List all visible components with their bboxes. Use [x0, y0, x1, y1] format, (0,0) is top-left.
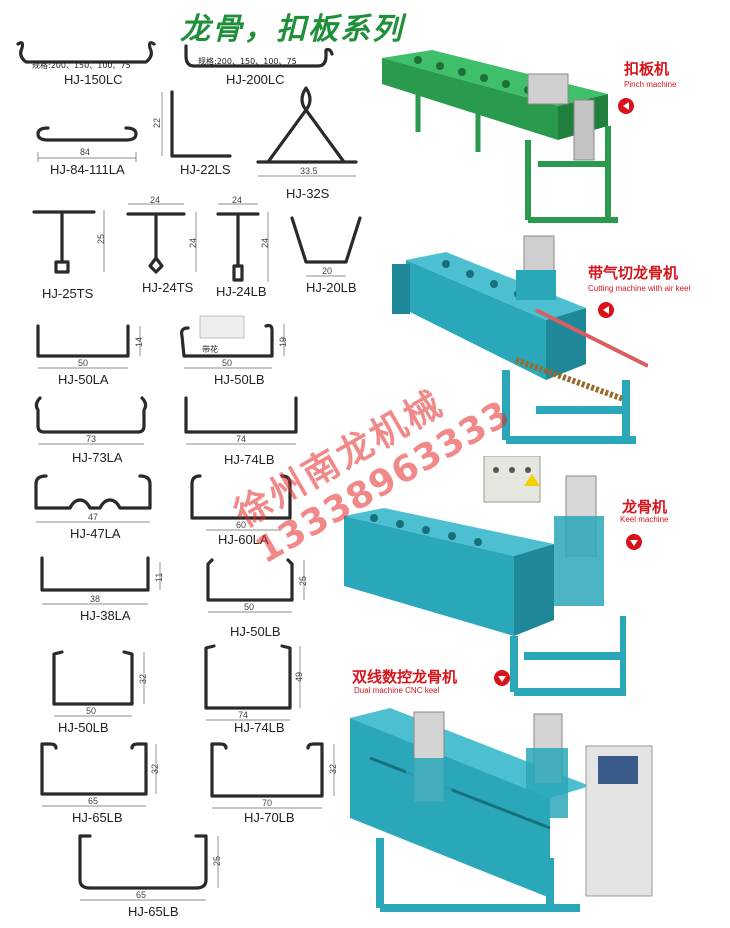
dim-label: 14 [134, 337, 144, 347]
machine-subtitle: Dual machine CNC keel [354, 686, 440, 695]
dim-label: 50 [86, 706, 96, 716]
dim-label: 25 [96, 234, 106, 244]
profile-name: HJ-200LC [226, 72, 285, 87]
arrow-down-icon [494, 670, 510, 686]
profile-name: HJ-70LB [244, 810, 295, 825]
machine-title: 龙骨机 [622, 498, 668, 516]
profile-name: HJ-60LA [218, 532, 269, 547]
spec-text: 规格:200、150、100、75 [198, 56, 297, 66]
dim-label: 22 [152, 118, 162, 128]
profile-name: HJ-32S [286, 186, 330, 201]
dim-label: 73 [86, 434, 96, 444]
page-title: 龙骨，扣板系列 [180, 12, 404, 47]
profile-name: HJ-74LB [234, 720, 285, 735]
profile-hj-32s: 33.5 [256, 86, 358, 177]
profile-name: HJ-150LC [64, 72, 123, 87]
dim-label: 70 [262, 798, 272, 808]
profile-hj-50lb-a: 带花 50 19 [180, 315, 288, 369]
dual-cnc-keel-machine-image [350, 708, 653, 912]
machine-title: 双线数控龙骨机 [352, 668, 458, 686]
dim-label: 74 [238, 710, 248, 720]
profile-drawings: 规格:200、150、100、75 规格:200、150、100、75 84 2… [16, 41, 362, 901]
arrow-down-icon [626, 534, 642, 550]
profile-hj-47la: 47 [34, 474, 152, 523]
dim-label: 11 [154, 573, 164, 582]
profile-name: HJ-38LA [80, 608, 131, 623]
profile-hj-22ls: 22 [152, 90, 232, 158]
profile-name: HJ-20LB [306, 280, 357, 295]
profile-name: HJ-65LB [128, 904, 179, 919]
profile-name: HJ-47LA [70, 526, 121, 541]
cutting-machine-image [392, 235, 648, 444]
profile-hj-50lb-c: 50 32 [52, 650, 148, 717]
profile-hj-25ts: 25 [32, 210, 106, 274]
profile-name: HJ-65LB [72, 810, 123, 825]
dim-label: 24 [188, 238, 198, 248]
profile-name: HJ-73LA [72, 450, 123, 465]
spec-text: 规格:200、150、100、75 [32, 60, 131, 70]
profile-hj-74lb-b: 74 49 [204, 644, 304, 721]
machine-title: 带气切龙骨机 [588, 264, 679, 282]
profile-name: HJ-25TS [42, 286, 94, 301]
profile-name: HJ-50LB [214, 372, 265, 387]
profile-hj-24lb: 24 24 [216, 195, 270, 282]
pinch-machine-image [382, 50, 618, 223]
profile-name: HJ-84-111LA [50, 162, 125, 177]
profile-name: HJ-74LB [224, 452, 275, 467]
machine-subtitle: Cutting machine with air keel [588, 284, 691, 293]
profile-hj-65lb-b: 65 25 [78, 834, 222, 901]
dim-label: 24 [150, 195, 160, 205]
profile-hj-60la: 60 [190, 474, 292, 531]
dai-hua-label: 带花 [202, 344, 218, 354]
dim-label: 50 [78, 358, 88, 368]
dim-label: 49 [294, 672, 304, 682]
profile-hj-24ts: 24 24 [126, 195, 198, 274]
dim-label: 47 [88, 512, 98, 522]
profile-name: HJ-24TS [142, 280, 194, 295]
profile-hj-74lb-a: 74 [184, 396, 298, 445]
profile-hj-73la: 73 [34, 396, 148, 445]
machine-subtitle: Pinch machine [624, 80, 677, 89]
profile-name: HJ-50LB [58, 720, 109, 735]
dim-label: 25 [298, 576, 308, 586]
keel-machine-image [344, 456, 626, 696]
machine-title: 扣板机 [624, 60, 670, 78]
dim-label: 65 [88, 796, 98, 806]
profile-hj-150lc: 规格:200、150、100、75 [16, 41, 156, 70]
dim-label: 32 [138, 674, 148, 684]
dim-label: 20 [322, 266, 332, 276]
dim-label: 32 [150, 764, 160, 774]
arrow-left-icon [598, 302, 614, 318]
dim-label: 19 [278, 337, 288, 347]
dim-label: 74 [236, 434, 246, 444]
arrow-left-icon [618, 98, 634, 114]
dim-label: 25 [212, 856, 222, 866]
dim-label: 38 [90, 594, 100, 604]
dim-label: 50 [244, 602, 254, 612]
dim-label: 24 [260, 238, 270, 248]
dim-label: 33.5 [300, 166, 318, 176]
profile-hj-65lb-a: 65 32 [40, 742, 160, 807]
profile-hj-70lb: 70 32 [210, 742, 338, 809]
profile-name: HJ-50LB [230, 624, 281, 639]
profile-name: HJ-24LB [216, 284, 267, 299]
profile-name: HJ-22LS [180, 162, 231, 177]
dim-label: 50 [222, 358, 232, 368]
dim-label: 24 [232, 195, 242, 205]
dim-label: 32 [328, 764, 338, 774]
profile-hj-50la: 50 14 [36, 324, 144, 369]
profile-hj-20lb: 20 [290, 216, 362, 277]
dim-label: 60 [236, 520, 246, 530]
dim-label: 65 [136, 890, 146, 900]
profile-hj-84-111la: 84 [36, 126, 138, 162]
profile-name: HJ-50LA [58, 372, 109, 387]
profile-hj-38la: 38 11 [40, 556, 164, 605]
machine-subtitle: Keel machine [620, 515, 669, 524]
profile-hj-50lb-b: 50 25 [206, 558, 308, 613]
profile-hj-200lc: 规格:200、150、100、75 [184, 44, 334, 68]
dim-label: 84 [80, 147, 90, 157]
